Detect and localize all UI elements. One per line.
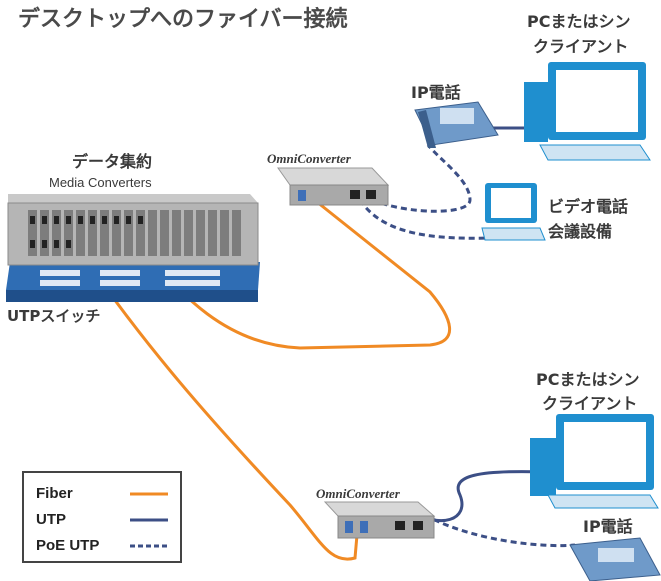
omniconverter-top — [277, 167, 390, 206]
pc-bottom-label-line2: クライアント — [542, 394, 638, 413]
pc-bottom-icon — [530, 414, 659, 509]
omniconverter-bottom-label: OmniConverter — [316, 486, 400, 501]
poe-utp-cable-phone-bottom — [424, 513, 576, 548]
video-phone-icon — [481, 183, 546, 241]
video-conf-label-line2: 会議設備 — [548, 222, 613, 241]
legend-item-utp: UTP — [36, 509, 176, 531]
legend-label-fiber: Fiber — [36, 485, 73, 502]
omniconverter-bottom — [323, 501, 436, 539]
fiber-cable-bottom — [62, 225, 359, 561]
diagram-title: デスクトップへのファイバー接続 — [18, 7, 348, 32]
poe-utp-cable-phone-top — [371, 144, 472, 213]
omniconverter-top-label: OmniConverter — [267, 151, 351, 166]
media-converter-chassis — [7, 194, 259, 266]
legend-label-utp: UTP — [36, 511, 66, 528]
aggregation-label: データ集約 — [72, 152, 153, 171]
legend-swatch-poe-utp — [130, 544, 168, 548]
utp-switch-label: UTPスイッチ — [7, 307, 101, 325]
legend: Fiber UTP PoE UTP — [22, 471, 182, 563]
pc-top-label-line2: クライアント — [533, 37, 629, 56]
legend-label-poe-utp: PoE UTP — [36, 537, 100, 554]
poe-utp-cable-video — [358, 199, 491, 240]
pc-top-icon — [524, 62, 651, 161]
pc-bottom-label-line1: PCまたはシン — [536, 370, 640, 389]
media-converters-label: Media Converters — [49, 175, 152, 190]
legend-swatch-utp — [130, 518, 168, 522]
ip-phone-bottom-icon — [569, 537, 661, 581]
legend-swatch-fiber — [130, 492, 168, 496]
ip-phone-top-label: IP電話 — [411, 83, 461, 102]
ip-phone-bottom-label: IP電話 — [583, 517, 633, 536]
ip-phone-top-icon — [414, 101, 499, 148]
video-conf-label-line1: ビデオ電話 — [548, 197, 629, 216]
legend-item-poe-utp: PoE UTP — [36, 535, 176, 557]
legend-item-fiber: Fiber — [36, 483, 176, 505]
utp-switch — [6, 262, 260, 302]
pc-top-label-line1: PCまたはシン — [527, 12, 631, 31]
